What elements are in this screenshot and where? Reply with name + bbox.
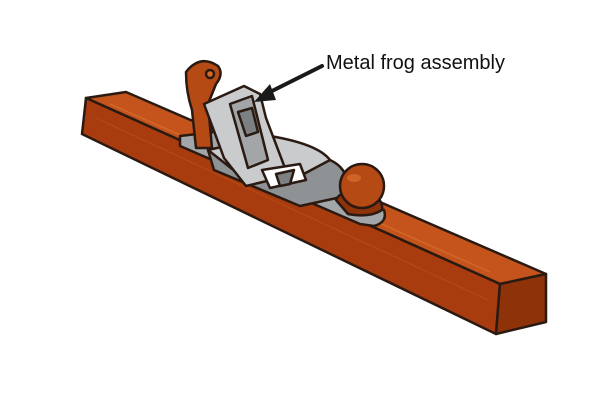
- frog-slot: [236, 106, 260, 138]
- board-front-face: [80, 96, 502, 336]
- blade-tip: [274, 168, 296, 188]
- callout-arrow: [254, 64, 324, 102]
- plane-body: [178, 59, 387, 228]
- front-knob: [338, 162, 386, 210]
- board-end-face: [494, 272, 548, 336]
- callout-label: Metal frog assembly: [326, 52, 505, 74]
- wooden-board: [80, 90, 548, 336]
- handle-rivet: [204, 68, 216, 80]
- arrow-icon: [254, 84, 276, 102]
